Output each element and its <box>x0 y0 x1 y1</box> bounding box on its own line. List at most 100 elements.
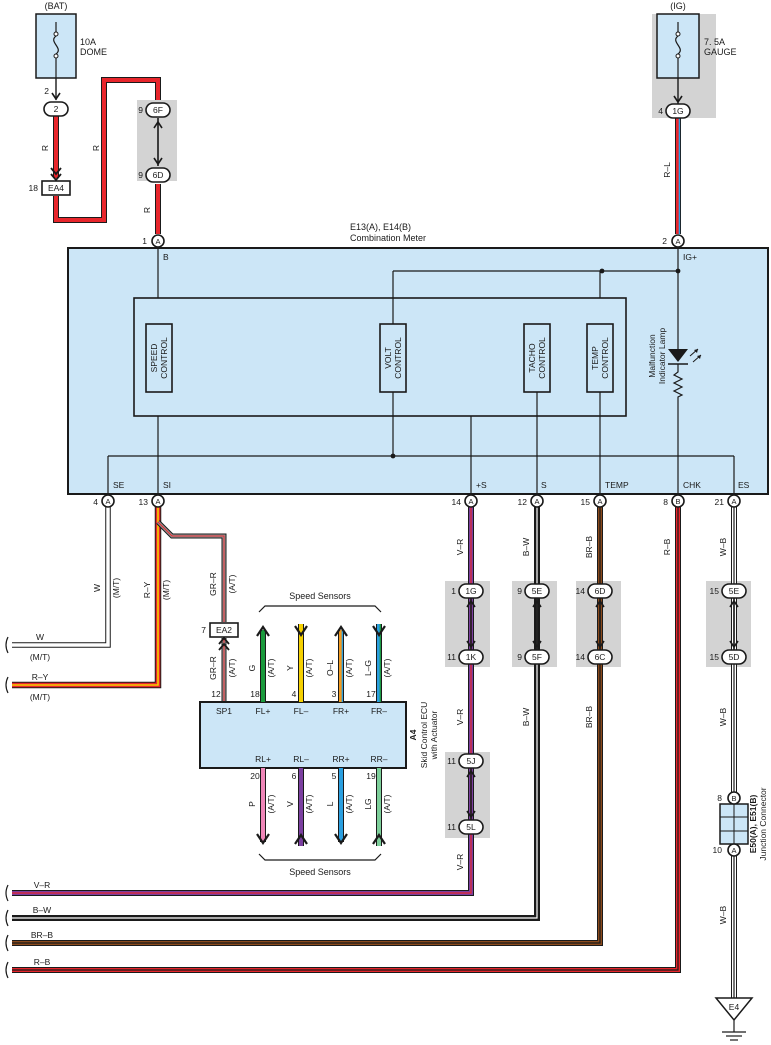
combination-meter <box>67 247 769 495</box>
connector-1g-top-pin: 4 <box>658 106 663 116</box>
meter-pin-temp-num: 15 <box>581 497 591 507</box>
gauge-fuse-name: GAUGE <box>704 47 737 57</box>
connector-2-label: 2 <box>54 104 59 114</box>
wire-label-br-b-1: BR–B <box>584 536 594 559</box>
connector-6d-2 <box>587 583 613 599</box>
meter-pin-plus-s-num: 14 <box>452 497 462 507</box>
volt-control-block <box>379 323 407 393</box>
left-label-br-b: BR–B <box>31 930 54 940</box>
meter-pin-2-conn: A <box>675 237 680 246</box>
left-label-r-b: R–B <box>34 957 51 967</box>
connector-5e-2-label: 5E <box>729 586 740 596</box>
connector-1g-pin: 1 <box>451 586 456 596</box>
connector-5l-label: 5L <box>466 822 476 832</box>
ecu-terminal-fr-minus: FR– <box>371 706 387 716</box>
connector-6d-2-label: 6D <box>595 586 606 596</box>
connector-5f <box>524 649 550 665</box>
speed-control-line1: SPEED <box>149 344 159 373</box>
left-label-r-y: R–Y <box>32 672 49 682</box>
connector-5e-pin: 9 <box>517 586 522 596</box>
temp-control-block <box>586 323 614 393</box>
tacho-control-block <box>523 323 551 393</box>
speed-sensors-bottom-bracket <box>258 853 382 861</box>
meter-pin-se <box>101 494 115 508</box>
ecu-id: A4 <box>408 729 418 740</box>
meter-terminal-se: SE <box>113 480 125 490</box>
ecu-pin-fr-minus: 17 <box>366 689 376 699</box>
wire-label-gr-r-at: (A/T) <box>227 574 237 593</box>
connector-5j-label: 5J <box>467 756 476 766</box>
left-label-b-w: B–W <box>33 905 51 915</box>
gauge-fuse <box>656 13 700 79</box>
wire-r-b <box>12 507 681 973</box>
left-label-w: W <box>36 632 44 642</box>
ecu-pin-rl-minus: 6 <box>292 771 297 781</box>
connector-1g-top-label: 1G <box>672 106 683 116</box>
ecu-terminal-rl-plus: RL+ <box>255 754 271 764</box>
meter-pin-si-conn: A <box>155 497 160 506</box>
malfunction-indicator-lamp-icon <box>668 348 702 400</box>
speed-sensors-bottom-label: Speed Sensors <box>289 867 351 877</box>
connector-1k-pin: 11 <box>447 652 456 662</box>
connector-5f-label: 5F <box>532 652 542 662</box>
bat-label: (BAT) <box>45 1 68 11</box>
connector-6d <box>145 167 171 183</box>
meter-pin-es <box>727 494 741 508</box>
connector-6d-label: 6D <box>153 170 164 180</box>
tacho-control-line1: TACHO <box>527 343 537 373</box>
ecu-terminal-fl-plus: FL+ <box>256 706 271 716</box>
dome-fuse-name: DOME <box>80 47 107 57</box>
wire-label-r-3: R <box>142 207 152 213</box>
connector-2-pin: 2 <box>44 86 49 96</box>
wire-label-r-2: R <box>91 145 101 151</box>
wire-label-w-mt: (M/T) <box>111 578 121 598</box>
wire-label-v: V <box>285 801 295 807</box>
wire-label-g-at: (A/T) <box>266 658 276 677</box>
wire-label-gr-r: GR–R <box>208 572 218 596</box>
connector-1k <box>458 649 484 665</box>
wire-label-g: G <box>247 665 257 672</box>
wire-label-y: Y <box>285 665 295 671</box>
wire-label-gr-r-2: GR–R <box>208 656 218 680</box>
dome-fuse-amp: 10A <box>80 37 96 47</box>
junction-connector <box>719 803 749 845</box>
wire-label-o-l-at: (A/T) <box>344 658 354 677</box>
meter-pin-s <box>530 494 544 508</box>
speed-control-line2: CONTROL <box>159 337 169 379</box>
connector-5e-2-pin: 15 <box>710 586 720 596</box>
wire-label-w: W <box>92 584 102 592</box>
meter-pin-si-num: 13 <box>139 497 149 507</box>
meter-pin-es-conn: A <box>731 497 736 506</box>
connector-5e <box>524 583 550 599</box>
ecu-pin-sp1: 12 <box>211 689 221 699</box>
mil-label-line1: Malfunction <box>647 334 657 378</box>
wire-label-w-b-1: W–B <box>718 537 728 556</box>
ecu-pin-fl-plus: 18 <box>250 689 260 699</box>
wire-label-gr-r-2-at: (A/T) <box>227 658 237 677</box>
connector-5l-pin: 11 <box>447 822 456 832</box>
wire-v-r <box>12 507 474 896</box>
meter-terminal-ig: IG+ <box>683 252 697 262</box>
wire-label-br-b-2: BR–B <box>584 706 594 729</box>
wire-label-l: L <box>325 801 335 806</box>
connector-6d-pin: 9 <box>138 170 143 180</box>
junction-pin-a <box>727 843 741 857</box>
volt-control-line1: VOLT <box>383 347 393 369</box>
meter-terminal-es: ES <box>738 480 750 490</box>
volt-control-line2: CONTROL <box>393 337 403 379</box>
ecu-pin-fr-plus: 3 <box>332 689 337 699</box>
junction-pin-a-num: 10 <box>713 845 723 855</box>
connector-1g-top <box>665 103 691 119</box>
wire-label-v-r-2: V–R <box>455 709 465 726</box>
wire-r-l <box>673 78 683 234</box>
connector-2 <box>43 101 69 117</box>
ecu-terminal-fr-plus: FR+ <box>333 706 349 716</box>
connector-6f-pin: 9 <box>138 105 143 115</box>
wire-r-y <box>12 507 162 689</box>
gauge-fuse-amp: 7. 5A <box>704 37 725 47</box>
ecu-terminal-sp1: SP1 <box>216 706 232 716</box>
junction-title: E50(A), E51(B) <box>748 795 758 854</box>
meter-pin-2 <box>671 234 685 248</box>
ecu-pin-rl-plus: 20 <box>250 771 260 781</box>
wire-label-v-at: (A/T) <box>304 794 314 813</box>
